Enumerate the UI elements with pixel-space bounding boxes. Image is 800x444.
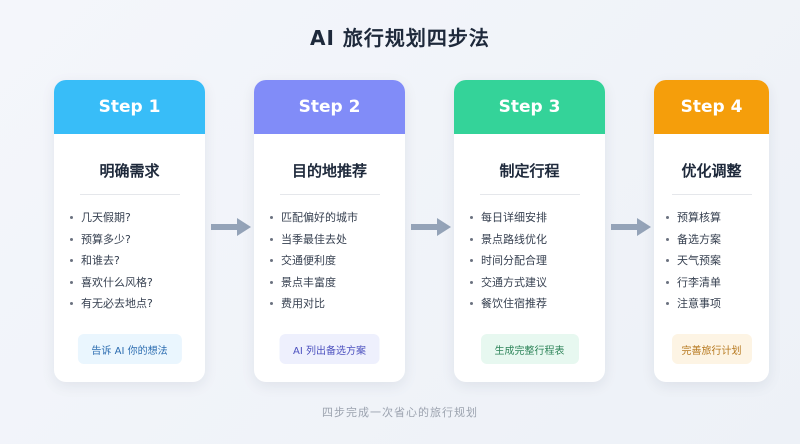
bullet-icon <box>666 280 669 284</box>
step-tag-4: 完善旅行计划 <box>671 334 752 364</box>
step-name-1: 明确需求 <box>99 162 160 180</box>
arrow-right-icon <box>211 218 251 236</box>
bullet-icon <box>270 259 273 263</box>
step-name-2: 目的地推荐 <box>291 162 367 180</box>
step-card-4: Step 4 优化调整 预算核算 备选方案 天气预案 行李清单 注意事项 完善旅… <box>654 80 769 382</box>
divider <box>279 194 380 195</box>
step-header-1: Step 1 <box>54 80 205 134</box>
bullet-icon <box>666 237 669 241</box>
step-header-3: Step 3 <box>454 80 605 134</box>
bullet-icon <box>70 237 73 241</box>
step-items-2: 匹配偏好的城市 当季最佳去处 交通便利度 景点丰富度 费用对比 <box>254 207 405 315</box>
step-card-1: Step 1 明确需求 几天假期? 预算多少? 和谁去? 喜欢什么风格? 有无必… <box>54 80 205 382</box>
arrow-right-icon <box>411 218 451 236</box>
footer-caption: 四步完成一次省心的旅行规划 <box>322 406 478 419</box>
bullet-icon <box>70 280 73 284</box>
step-header-4: Step 4 <box>654 80 769 134</box>
bullet-icon <box>470 302 473 306</box>
list-item: 和谁去? <box>70 250 205 272</box>
list-item: 预算多少? <box>70 229 205 251</box>
list-item: 备选方案 <box>666 229 769 251</box>
step-card-2: Step 2 目的地推荐 匹配偏好的城市 当季最佳去处 交通便利度 景点丰富度 … <box>254 80 405 382</box>
list-item: 几天假期? <box>70 207 205 229</box>
bullet-icon <box>470 280 473 284</box>
bullet-icon <box>666 302 669 306</box>
list-item: 交通方式建议 <box>470 272 605 294</box>
list-item: 时间分配合理 <box>470 250 605 272</box>
divider <box>671 194 752 195</box>
list-item: 当季最佳去处 <box>270 229 405 251</box>
step-header-2: Step 2 <box>254 80 405 134</box>
list-item: 交通便利度 <box>270 250 405 272</box>
list-item: 行李清单 <box>666 272 769 294</box>
list-item: 喜欢什么风格? <box>70 272 205 294</box>
bullet-icon <box>470 259 473 263</box>
list-item: 景点路线优化 <box>470 229 605 251</box>
list-item: 天气预案 <box>666 250 769 272</box>
list-item: 预算核算 <box>666 207 769 229</box>
bullet-icon <box>270 216 273 220</box>
list-item: 餐饮住宿推荐 <box>470 293 605 315</box>
bullet-icon <box>70 216 73 220</box>
divider <box>79 194 180 195</box>
bullet-icon <box>70 259 73 263</box>
list-item: 匹配偏好的城市 <box>270 207 405 229</box>
step-items-3: 每日详细安排 景点路线优化 时间分配合理 交通方式建议 餐饮住宿推荐 <box>454 207 605 315</box>
step-items-4: 预算核算 备选方案 天气预案 行李清单 注意事项 <box>654 207 769 315</box>
step-tag-1: 告诉 AI 你的想法 <box>77 334 182 364</box>
page-title: AI 旅行规划四步法 <box>310 26 490 50</box>
bullet-icon <box>70 302 73 306</box>
bullet-icon <box>470 237 473 241</box>
step-items-1: 几天假期? 预算多少? 和谁去? 喜欢什么风格? 有无必去地点? <box>54 207 205 315</box>
list-item: 每日详细安排 <box>470 207 605 229</box>
step-tag-3: 生成完整行程表 <box>480 334 579 364</box>
divider <box>479 194 580 195</box>
step-name-4: 优化调整 <box>681 162 742 180</box>
bullet-icon <box>270 237 273 241</box>
list-item: 有无必去地点? <box>70 293 205 315</box>
step-tag-2: AI 列出备选方案 <box>279 334 380 364</box>
bullet-icon <box>270 302 273 306</box>
bullet-icon <box>666 216 669 220</box>
bullet-icon <box>270 280 273 284</box>
bullet-icon <box>666 259 669 263</box>
list-item: 注意事项 <box>666 293 769 315</box>
step-card-3: Step 3 制定行程 每日详细安排 景点路线优化 时间分配合理 交通方式建议 … <box>454 80 605 382</box>
bullet-icon <box>470 216 473 220</box>
step-name-3: 制定行程 <box>499 162 560 180</box>
list-item: 景点丰富度 <box>270 272 405 294</box>
arrow-right-icon <box>611 218 651 236</box>
list-item: 费用对比 <box>270 293 405 315</box>
